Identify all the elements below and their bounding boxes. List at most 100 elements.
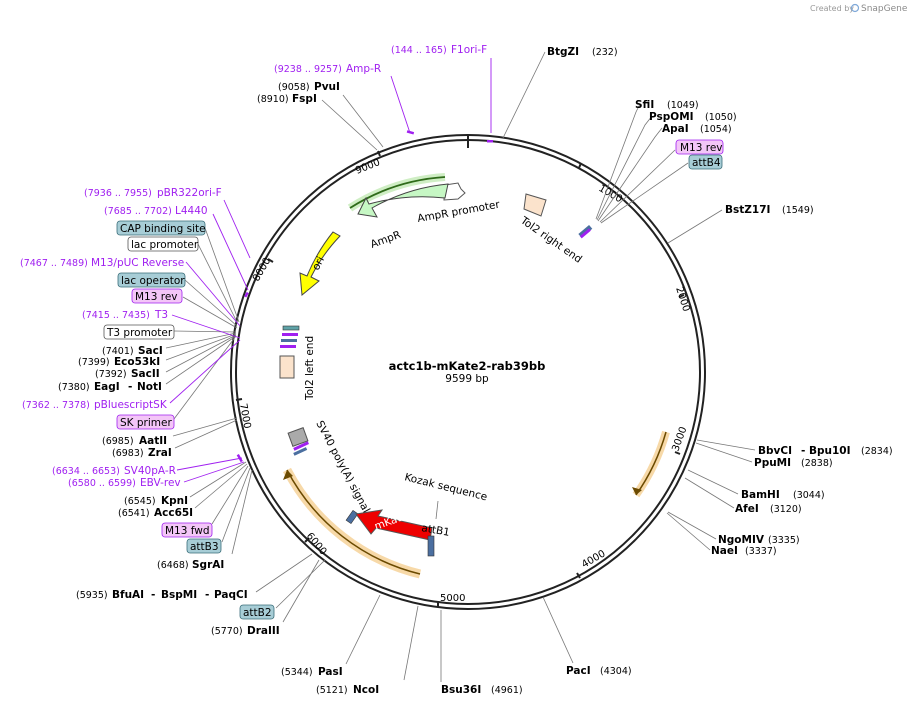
attb3-site[interactable] [293, 447, 308, 456]
box-attb4[interactable]: attB4 [688, 154, 723, 170]
primer-sites [236, 130, 493, 463]
leader-attb3 [221, 467, 251, 543]
box-t3prom-bg [103, 324, 175, 340]
box-m13rev-left[interactable]: M13 rev [131, 288, 183, 304]
enzyme-sgrai-name[interactable]: SgrAI [192, 559, 224, 571]
enzyme-eagi-dash: - [128, 381, 132, 393]
enzyme-saci-name[interactable]: SacI [138, 345, 163, 357]
enzyme-bstz17i-name[interactable]: BstZ17I [725, 204, 770, 216]
enzyme-aatii-name[interactable]: AatII [139, 435, 167, 447]
leader-attb2 [275, 559, 326, 609]
primer-l4440-name[interactable]: L4440 [175, 205, 208, 217]
ebv-rev-site[interactable] [293, 441, 310, 451]
enzyme-bstz17i-pos: (1549) [782, 205, 814, 216]
enzyme-sacii-name[interactable]: SacII [131, 368, 160, 380]
t3-site[interactable] [281, 339, 297, 342]
enzyme-bsu36i-name[interactable]: Bsu36I [441, 684, 481, 696]
enzyme-zrai-name[interactable]: ZraI [148, 447, 172, 459]
primer-f1ori-name[interactable]: F1ori-F [451, 44, 487, 56]
features [279, 182, 593, 557]
m13rev-left-site[interactable] [282, 333, 298, 336]
enzyme-ppumi-pos: (2838) [801, 458, 833, 469]
box-m13rev-top-text: M13 rev [680, 142, 723, 154]
enzyme-bbvci-name[interactable]: BbvCI [758, 445, 792, 457]
ampr-arrow[interactable] [357, 183, 449, 218]
sk-primer-site[interactable] [280, 345, 296, 348]
enzyme-acc65i-pos: (6541) [118, 508, 150, 519]
enzyme-sfii-name[interactable]: SfiI [635, 99, 654, 111]
credit-brand: SnapGene [861, 4, 908, 14]
enzyme-bamhi-name[interactable]: BamHI [741, 489, 780, 501]
snapgene-logo-icon [850, 3, 860, 13]
tol2-left-box[interactable] [279, 355, 295, 379]
box-lacprom[interactable]: lac promoter [127, 236, 199, 252]
sv40-polya-box[interactable] [287, 427, 309, 447]
enzyme-sacii-pos: (7392) [95, 369, 127, 380]
enzyme-draiii-name[interactable]: DraIII [247, 625, 280, 637]
enzyme-sgrai-pos: (6468) [157, 560, 189, 571]
primer-pbluescript-name[interactable]: pBluescriptSK [94, 399, 168, 411]
enzyme-kpni-name[interactable]: KpnI [161, 495, 188, 507]
primer-m13puc-name[interactable]: M13/pUC Reverse [91, 257, 184, 269]
primer-sv40pa-name[interactable]: SV40pA-R [124, 465, 176, 477]
box-t3prom[interactable]: T3 promoter [103, 324, 175, 340]
enzyme-paci-name[interactable]: PacI [566, 665, 591, 677]
enzyme-ncoi-name[interactable]: NcoI [353, 684, 379, 696]
enzyme-bpu10i-name[interactable]: Bpu10I [809, 445, 851, 457]
leader-acc65i [194, 463, 248, 509]
enzyme-paqci-name[interactable]: PaqCI [214, 589, 248, 601]
primer-ebvrev-name[interactable]: EBV-rev [140, 477, 181, 489]
ampr-promoter-arrow[interactable] [443, 182, 466, 201]
primer-ampr-range: (9238 .. 9257) [274, 64, 342, 75]
enzyme-acc65i-name[interactable]: Acc65I [154, 507, 193, 519]
enzyme-pasi-name[interactable]: PasI [318, 666, 343, 678]
leader-ppumi [695, 442, 753, 463]
enzyme-afei-name[interactable]: AfeI [735, 503, 759, 515]
primer-t3-range: (7415 .. 7435) [82, 310, 150, 321]
box-m13fwd[interactable]: M13 fwd [161, 522, 213, 538]
enzyme-eco53ki-name[interactable]: Eco53kI [114, 356, 160, 368]
primer-site-sv40pa [236, 454, 243, 463]
enzyme-pvui-name[interactable]: PvuI [314, 81, 340, 93]
box-skprimer[interactable]: SK primer [116, 414, 175, 430]
box-attb4-bg [688, 154, 723, 170]
m13rev-site[interactable] [579, 228, 591, 239]
primer-t3-name[interactable]: T3 [154, 309, 168, 321]
enzyme-naei-name[interactable]: NaeI [711, 545, 738, 557]
ampr-promoter-label: AmpR promoter [416, 199, 501, 225]
primer-leader-lines [169, 58, 492, 483]
tol2-right-box[interactable] [523, 193, 547, 217]
lac-operator-site[interactable] [282, 325, 300, 331]
enzyme-noti-name[interactable]: NotI [137, 381, 162, 393]
mkate2-arrow[interactable] [355, 509, 433, 541]
enzyme-aatii-pos: (6985) [102, 436, 134, 447]
enzyme-eagi-name[interactable]: EagI [94, 381, 120, 393]
attb1-site[interactable] [427, 535, 435, 557]
box-attb2[interactable]: attB2 [239, 604, 275, 620]
enzyme-ngomiv-name[interactable]: NgoMIV [718, 534, 765, 546]
backbone-outer-ring [230, 134, 706, 610]
enzyme-bfuai-name[interactable]: BfuAI [112, 589, 144, 601]
enzyme-ppumi-name[interactable]: PpuMI [754, 457, 791, 469]
leader-pbluescript [169, 339, 241, 404]
tick-label-5000: 5000 [440, 593, 465, 604]
enzyme-apai-name[interactable]: ApaI [662, 123, 689, 135]
enzyme-btgzi-name[interactable]: BtgZI [547, 46, 579, 58]
leader-lacprom [197, 243, 239, 325]
box-attb3[interactable]: attB3 [186, 538, 222, 554]
leader-eco53ki [165, 333, 237, 361]
arrow-6000 [286, 469, 421, 575]
primer-ampr-name[interactable]: Amp-R [346, 63, 381, 75]
box-cap[interactable]: CAP binding site [116, 220, 206, 236]
ori-arrow[interactable] [299, 231, 341, 296]
enzyme-bbvci-dash: - [801, 445, 805, 457]
enzyme-pspomi-name[interactable]: PspOMI [649, 111, 694, 123]
enzyme-fspi-name[interactable]: FspI [292, 93, 317, 105]
box-m13rev-top[interactable]: M13 rev [675, 139, 724, 155]
plasmid-title: actc1b-mKate2-rab39bb 9599 bp [389, 359, 546, 385]
sv40-cluster [287, 427, 310, 456]
primer-pbr322-name[interactable]: pBR322ori-F [157, 187, 222, 199]
box-lacop[interactable]: lac operator [117, 272, 186, 288]
attb2-site[interactable] [345, 509, 359, 525]
enzyme-bspmi-name[interactable]: BspMI [161, 589, 197, 601]
